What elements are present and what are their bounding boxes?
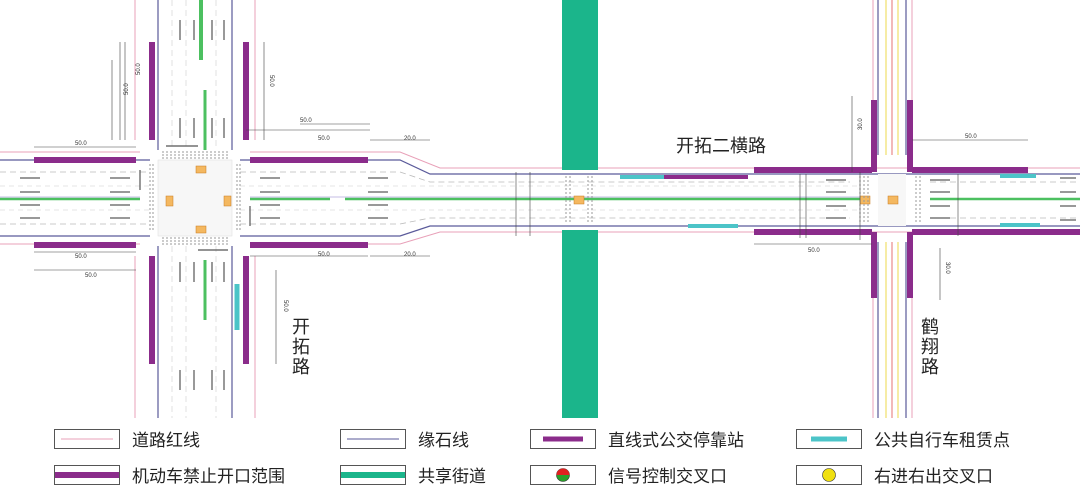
legend-item-red-line: 道路红线 bbox=[54, 426, 200, 451]
signal-icon bbox=[556, 467, 570, 482]
dim-label: 50.0 bbox=[75, 141, 87, 147]
left-cross-road-name: 开 拓 路 bbox=[292, 318, 310, 377]
main-road-name: 开拓二横路 bbox=[676, 136, 766, 157]
riro-swatch bbox=[796, 464, 862, 485]
shared-street-north bbox=[562, 0, 598, 170]
shared-street-swatch bbox=[340, 464, 406, 485]
dim-label: 50.0 bbox=[318, 252, 330, 258]
legend-label: 直线式公交停靠站 bbox=[608, 431, 744, 451]
dim-label: 50.0 bbox=[136, 63, 142, 75]
dim-label: 50.0 bbox=[124, 83, 130, 95]
no-opening-swatch bbox=[54, 464, 120, 485]
dim-label: 50.0 bbox=[318, 136, 330, 142]
right-cross-road bbox=[859, 0, 921, 418]
legend-label: 缘石线 bbox=[418, 431, 469, 451]
dim-label: 30.0 bbox=[944, 262, 950, 274]
dim-label: 50.0 bbox=[282, 300, 288, 312]
dim-label: 20.0 bbox=[404, 136, 416, 142]
legend: 道路红线 缘石线 直线式公交停靠站 公共自行车租赁点 机动车禁止开口范围 共享街… bbox=[0, 418, 1080, 498]
road-name-char: 路 bbox=[292, 356, 310, 378]
red-line-swatch bbox=[54, 428, 120, 449]
dim-label: 50.0 bbox=[808, 248, 820, 254]
road-name-char: 开 bbox=[292, 317, 310, 338]
dim-label: 50.0 bbox=[300, 118, 312, 124]
legend-item-curb-line: 缘石线 bbox=[340, 426, 469, 451]
legend-item-signal: 信号控制交叉口 bbox=[530, 462, 727, 487]
legend-label: 共享街道 bbox=[418, 467, 486, 487]
legend-label: 公共自行车租赁点 bbox=[874, 431, 1010, 451]
lane-arrows-right bbox=[826, 177, 1076, 221]
dim-label: 50.0 bbox=[75, 254, 87, 260]
shared-street-south bbox=[562, 230, 598, 418]
right-cross-road-name: 鹤 翔 路 bbox=[921, 318, 939, 377]
dim-label: 50.0 bbox=[965, 134, 977, 140]
curb-line-swatch bbox=[340, 428, 406, 449]
left-cross-road bbox=[134, 0, 256, 418]
bike-point-swatch bbox=[796, 428, 862, 449]
yellow-dot-icon bbox=[822, 467, 836, 482]
legend-label: 右进右出交叉口 bbox=[874, 467, 993, 487]
legend-item-no-opening: 机动车禁止开口范围 bbox=[54, 462, 285, 487]
legend-label: 机动车禁止开口范围 bbox=[132, 467, 285, 487]
dim-label: 20.0 bbox=[404, 252, 416, 258]
bus-stops-main bbox=[620, 175, 748, 228]
road-name-char: 路 bbox=[921, 356, 939, 378]
left-no-opening-zones bbox=[34, 42, 368, 364]
bus-stop-swatch bbox=[530, 428, 596, 449]
signal-swatch bbox=[530, 464, 596, 485]
right-no-opening-zones bbox=[754, 100, 1080, 298]
legend-item-bike-point: 公共自行车租赁点 bbox=[796, 426, 1010, 451]
dim-label: 30.0 bbox=[858, 118, 864, 130]
road-name-char: 拓 bbox=[292, 336, 310, 358]
road-name-char: 翔 bbox=[921, 336, 939, 358]
legend-item-shared-street: 共享街道 bbox=[340, 462, 486, 487]
road-name-char: 鹤 bbox=[921, 317, 939, 338]
legend-label: 信号控制交叉口 bbox=[608, 467, 727, 487]
legend-item-riro: 右进右出交叉口 bbox=[796, 462, 993, 487]
road-plan: 50.0 50.0 50.0 50.0 50.0 50.0 20.0 20.0 … bbox=[0, 0, 1080, 418]
dim-label: 50.0 bbox=[85, 273, 97, 279]
legend-label: 道路红线 bbox=[132, 431, 200, 451]
lane-arrows-left bbox=[20, 20, 388, 390]
dim-label: 50.0 bbox=[268, 75, 274, 87]
legend-item-bus-stop: 直线式公交停靠站 bbox=[530, 426, 744, 451]
